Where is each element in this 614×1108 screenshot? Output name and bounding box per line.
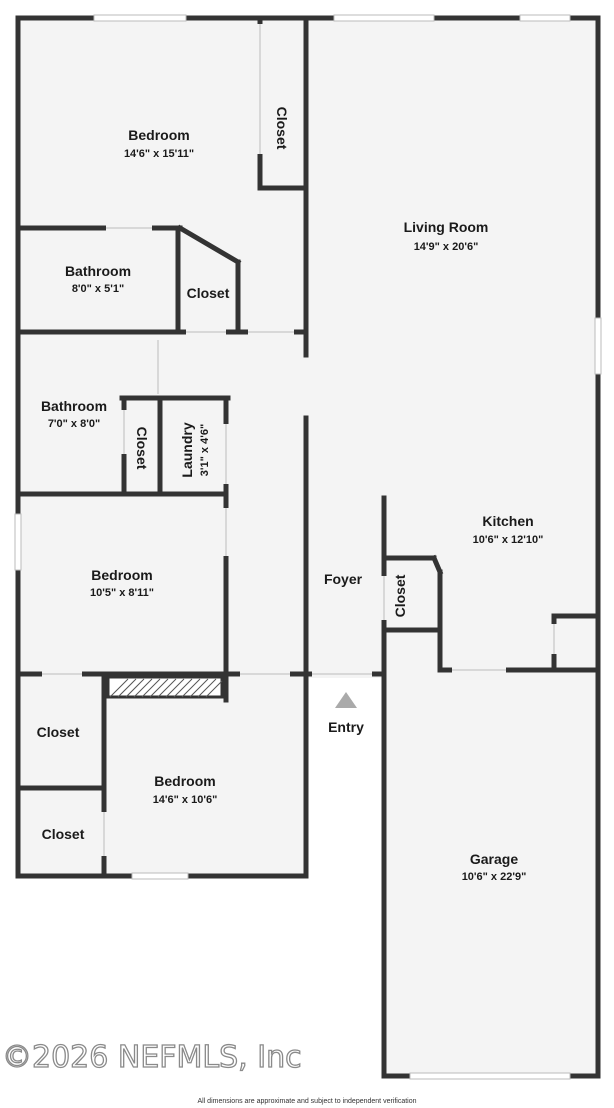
room-name: Closet (37, 724, 80, 740)
room-entry: Entry (328, 719, 364, 735)
room-living-room: Living Room 14'9" x 20'6" (404, 219, 489, 253)
room-dims: 14'6" x 15'11" (124, 148, 194, 160)
room-closet-small: Closet (134, 427, 150, 470)
room-closet-angled: Closet (187, 285, 230, 301)
room-name: Closet (392, 574, 408, 617)
room-name: Entry (328, 719, 364, 735)
room-closet-top: Closet (274, 107, 290, 150)
room-name: Kitchen (482, 513, 533, 529)
room-dims: 10'6" x 22'9" (462, 871, 527, 883)
room-name: Bedroom (128, 127, 189, 143)
room-closet-left-2: Closet (42, 826, 85, 842)
room-dims: 10'6" x 12'10" (473, 534, 544, 546)
room-name: Closet (42, 826, 85, 842)
room-bedroom-top: Bedroom 14'6" x 15'11" (124, 127, 194, 160)
dimensions-disclaimer: All dimensions are approximate and subje… (197, 1098, 416, 1105)
room-name: Foyer (324, 571, 363, 587)
room-name: Bathroom (65, 263, 131, 279)
room-name: Garage (470, 851, 518, 867)
room-bathroom-1: Bathroom 8'0" x 5'1" (65, 263, 131, 295)
windows (14, 14, 602, 1080)
room-laundry: Laundry 3'1" x 4'6" (179, 422, 211, 477)
room-bathroom-2: Bathroom 7'0" x 8'0" (41, 398, 107, 430)
room-name: Closet (274, 107, 290, 150)
room-foyer: Foyer (324, 571, 363, 587)
room-dims: 14'6" x 10'6" (153, 794, 218, 806)
room-kitchen: Kitchen 10'6" x 12'10" (473, 513, 544, 546)
room-dims: 8'0" x 5'1" (72, 283, 124, 295)
copyright-watermark: ©2026 NEFMLS, Inc (2, 1040, 302, 1075)
room-dims: 7'0" x 8'0" (48, 418, 100, 430)
opening-lines (42, 24, 555, 856)
room-name: Bedroom (91, 567, 152, 583)
room-name: Living Room (404, 219, 489, 235)
room-name: Closet (134, 427, 150, 470)
room-closet-kitchen: Closet (392, 574, 408, 617)
room-closet-left-1: Closet (37, 724, 80, 740)
room-bedroom-mid: Bedroom 10'5" x 8'11" (90, 567, 154, 599)
room-name: Bathroom (41, 398, 107, 414)
room-dims: 3'1" x 4'6" (199, 424, 211, 476)
room-name: Laundry (179, 422, 195, 477)
room-name: Bedroom (154, 773, 215, 789)
room-dims: 10'5" x 8'11" (90, 587, 154, 599)
room-garage: Garage 10'6" x 22'9" (462, 851, 527, 883)
room-dims: 14'9" x 20'6" (414, 241, 479, 253)
room-bedroom-bottom: Bedroom 14'6" x 10'6" (153, 773, 218, 806)
closet-shelf-hatch (106, 675, 224, 699)
room-name: Closet (187, 285, 230, 301)
entry-arrow-icon (335, 692, 357, 708)
